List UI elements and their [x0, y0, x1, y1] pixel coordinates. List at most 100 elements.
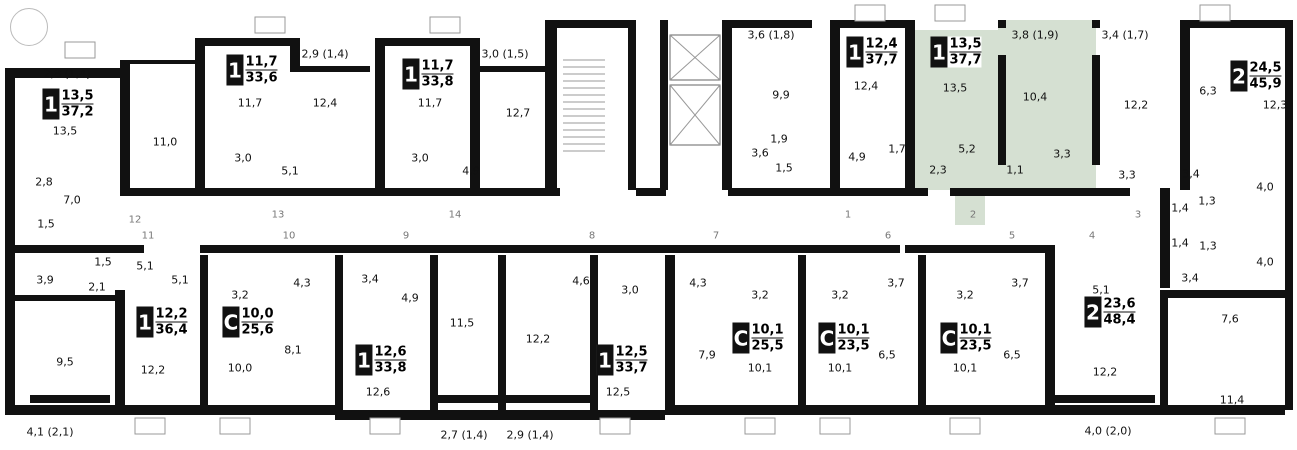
room-count: 1 — [402, 58, 420, 90]
total-area: 25,5 — [751, 338, 784, 354]
room-area-label: 3,9 — [36, 273, 54, 287]
wall — [722, 20, 732, 190]
room-area-label: 2,7 (1,4) — [440, 428, 488, 442]
total-area: 36,4 — [155, 322, 188, 338]
room-area-label: 4,3 — [293, 276, 311, 290]
room-area-label: 5,2 — [958, 142, 976, 156]
apartment-door-number: 8 — [588, 230, 596, 242]
total-area: 48,4 — [1103, 312, 1136, 328]
wall — [660, 20, 668, 190]
room-area-label: 12,6 — [365, 385, 391, 399]
wall — [1092, 20, 1100, 28]
wall — [1180, 20, 1290, 28]
elevator-shaft — [669, 34, 721, 81]
room-area-label: 4,1 (2,1) — [26, 425, 74, 439]
balcony-window — [254, 16, 286, 34]
wall — [290, 66, 370, 72]
room-area-label: 3,2 — [831, 288, 849, 302]
room-area-label: 4,9 — [401, 291, 419, 305]
apartment-door-number: 12 — [128, 214, 142, 226]
wall — [830, 20, 910, 28]
room-count: С — [732, 322, 750, 354]
room-count: С — [818, 322, 836, 354]
wall — [590, 255, 598, 415]
highlighted-apartment — [950, 135, 1096, 190]
room-area-label: 1,5 — [37, 217, 55, 231]
balcony-window — [819, 417, 851, 435]
room-area-label: 1,5 — [94, 255, 112, 269]
wall — [1092, 55, 1100, 165]
room-area-label: 6,5 — [878, 348, 896, 362]
room-count: С — [222, 306, 240, 338]
room-area-label: 12,4 — [312, 96, 338, 110]
room-area-label: 5,1 — [136, 259, 154, 273]
balcony-window — [219, 417, 251, 435]
room-area-label: 5,1 — [281, 164, 299, 178]
living-area: 10,0 — [241, 306, 274, 323]
elevator-x — [669, 84, 721, 146]
room-area-label: 2,8 (1,4) — [43, 67, 91, 81]
room-area-label: 11,5 — [449, 316, 475, 330]
highlighted-apartment — [998, 20, 1096, 135]
wall — [430, 255, 438, 415]
wall — [470, 38, 480, 190]
wall — [120, 188, 560, 196]
wall — [5, 68, 125, 78]
living-area: 11,7 — [421, 58, 454, 75]
room-area-label: 11,0 — [152, 135, 178, 149]
wall — [195, 38, 205, 190]
room-area-label: 9,9 — [772, 88, 790, 102]
room-area-label: 2,1 — [88, 280, 106, 294]
room-area-label: 1,5 — [775, 161, 793, 175]
living-area: 23,6 — [1103, 296, 1136, 313]
room-count: 1 — [930, 36, 948, 68]
wall — [1160, 295, 1168, 410]
room-area-label: 3,4 — [1181, 271, 1199, 285]
room-area-label: 13,5 — [942, 81, 968, 95]
room-area-label: 10,1 — [952, 361, 978, 375]
room-area-label: 3,0 (1,5) — [481, 47, 529, 61]
room-area-label: 4,0 — [1256, 180, 1274, 194]
room-area-label: 11,4 — [1219, 393, 1245, 407]
room-area-label: 2,3 — [929, 163, 947, 177]
apartment-door-number: 9 — [402, 230, 410, 242]
room-count: 1 — [136, 306, 154, 338]
room-area-label: 5,1 — [1092, 283, 1110, 297]
wall — [195, 38, 295, 46]
wall — [5, 68, 15, 413]
room-area-label: 11,7 — [237, 96, 263, 110]
wall — [335, 255, 343, 415]
room-area-label: 2,9 (1,4) — [506, 428, 554, 442]
wall — [636, 188, 666, 196]
room-area-label: 11,7 — [417, 96, 443, 110]
wall — [1055, 395, 1155, 403]
room-area-label: 10,1 — [827, 361, 853, 375]
wall — [905, 20, 915, 190]
wall — [918, 255, 926, 405]
room-area-label: 1,4 — [1171, 201, 1189, 215]
apartment-door-number: 13 — [271, 209, 285, 221]
wall — [950, 188, 1130, 196]
total-area: 23,5 — [837, 338, 870, 354]
wall — [1045, 245, 1055, 410]
room-count: С — [940, 322, 958, 354]
room-area-label: 6,5 — [1003, 348, 1021, 362]
room-area-label: 10,1 — [747, 361, 773, 375]
room-area-label: 12,4 — [853, 79, 879, 93]
room-area-label: 3,4 — [361, 272, 379, 286]
